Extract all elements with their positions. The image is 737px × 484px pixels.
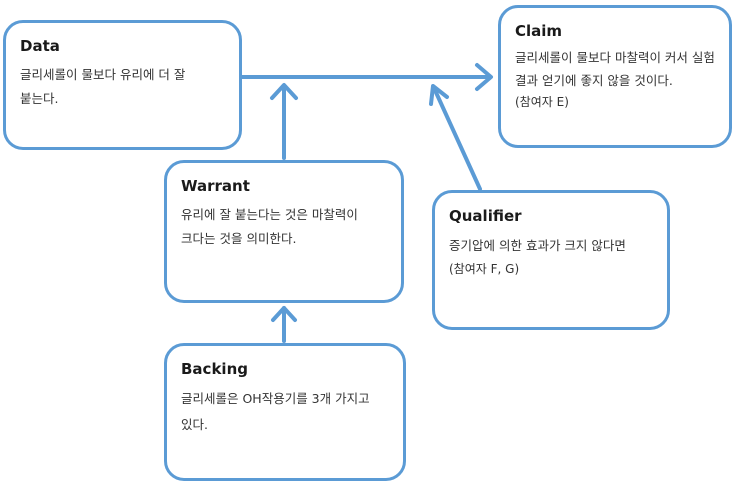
warrant-to-line-arrowhead	[270, 83, 298, 100]
claim-note: (참여자 E)	[515, 95, 569, 109]
qualifier-to-line-arrow	[432, 86, 482, 191]
backing-body: 글리세롤은 OH작용기를 3개 가지고 있다.	[181, 391, 370, 432]
warrant-box: Warrant 유리에 잘 붙는다는 것은 마찰력이 크다는 것을 의미한다.	[164, 160, 404, 303]
claim-body: 글리세롤이 물보다 마찰력이 커서 실험 결과 얻기에 좋지 않을 것이다.	[515, 50, 715, 88]
claim-title: Claim	[515, 22, 563, 40]
warrant-title: Warrant	[181, 177, 250, 195]
data-body: 글리세롤이 물보다 유리에 더 잘 붙는다.	[20, 67, 186, 106]
qualifier-title: Qualifier	[449, 207, 522, 225]
qualifier-body: 증기압에 의한 효과가 크지 않다면	[449, 238, 626, 253]
data-box: Data 글리세롤이 물보다 유리에 더 잘 붙는다.	[3, 20, 242, 150]
qualifier-note: (참여자 F, G)	[449, 262, 520, 276]
data-title: Data	[20, 37, 60, 55]
warrant-body: 유리에 잘 붙는다는 것은 마찰력이 크다는 것을 의미한다.	[181, 207, 358, 246]
qualifier-box: Qualifier 증기압에 의한 효과가 크지 않다면 (참여자 F, G)	[432, 190, 670, 330]
qualifier-to-line-arrowhead	[429, 84, 449, 106]
backing-title: Backing	[181, 360, 248, 378]
backing-to-warrant-arrowhead	[271, 306, 297, 322]
data-to-claim-arrowhead	[475, 63, 493, 91]
claim-box: Claim 글리세롤이 물보다 마찰력이 커서 실험 결과 얻기에 좋지 않을 …	[498, 5, 732, 148]
backing-box: Backing 글리세롤은 OH작용기를 3개 가지고 있다.	[164, 343, 406, 481]
